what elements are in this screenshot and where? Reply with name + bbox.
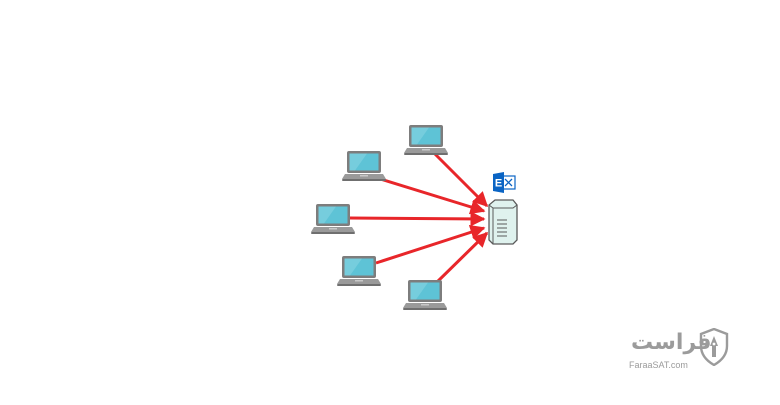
laptop-icon [404,125,448,155]
laptop-icon [403,280,447,310]
server-icon [488,199,518,245]
connection-arrow [429,148,489,208]
watermark-latin-text: FaraaSAT.com [629,360,688,370]
connection-arrow [373,175,486,215]
connection-arrow [432,231,489,287]
exchange-logo-letter: E [495,178,502,190]
laptop-icon [311,204,355,234]
watermark-arabic-text: فراست [631,330,712,355]
laptop-icon [342,151,386,181]
connections [349,148,489,287]
shield-pen-icon [699,328,729,366]
connection-arrow [375,225,486,265]
laptop-icon [337,256,381,286]
faraasat-watermark: فراست FaraaSAT.com [627,328,732,376]
connection-arrow [349,211,486,227]
exchange-logo-icon: E [493,172,516,193]
